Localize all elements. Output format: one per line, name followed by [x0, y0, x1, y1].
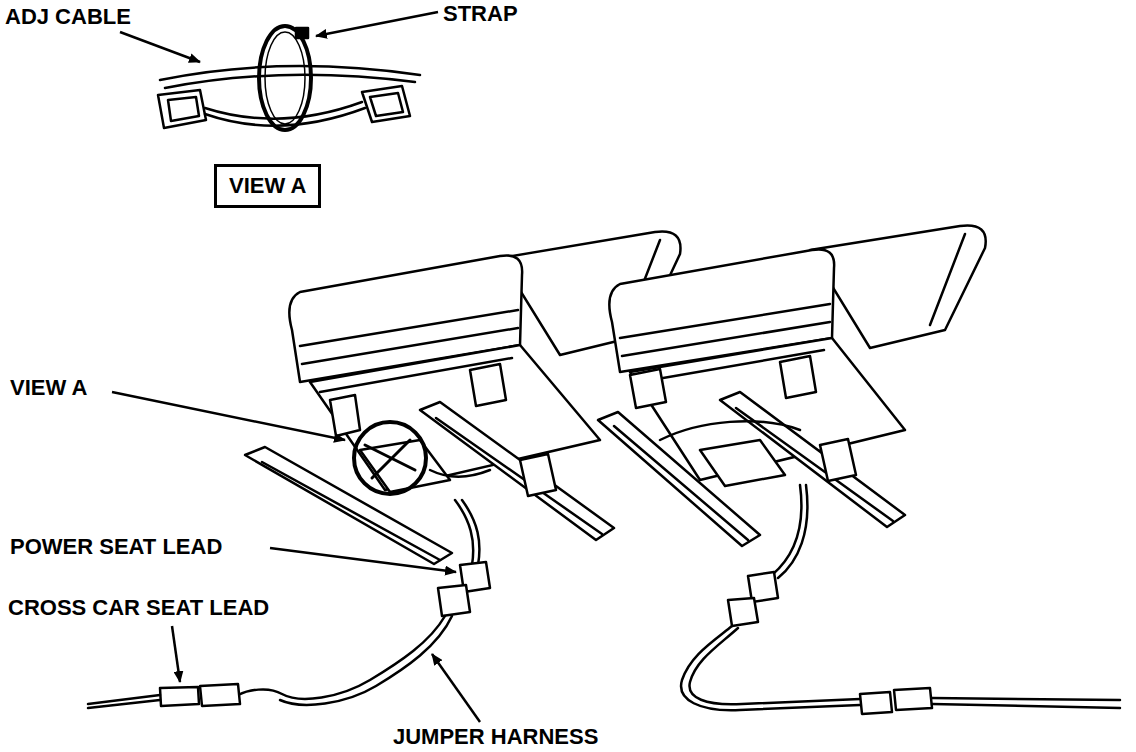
drawing-stroke — [365, 440, 415, 478]
view-title: VIEW A — [229, 174, 306, 198]
drawing-stroke — [360, 440, 450, 492]
drawing-stroke — [205, 108, 365, 126]
drawing-stroke — [280, 616, 452, 705]
drawing-stroke — [270, 548, 456, 572]
drawing-stroke — [620, 304, 830, 338]
drawing-stroke — [168, 97, 199, 121]
drawing-stroke — [120, 32, 200, 62]
drawing-stroke — [438, 585, 470, 616]
drawing-stroke — [370, 93, 403, 116]
drawing-stroke — [772, 485, 801, 575]
drawing-stroke — [165, 75, 415, 88]
drawing-stroke — [455, 500, 473, 565]
drawing-stroke — [296, 28, 308, 38]
drawing-stroke — [160, 687, 199, 706]
drawing-stroke — [520, 454, 556, 496]
part-label: VIEW A — [10, 376, 87, 400]
seat-right — [598, 225, 986, 546]
drawing-stroke — [470, 364, 506, 406]
view-a-detail — [158, 26, 420, 130]
drawing-stroke — [430, 470, 490, 477]
drawing-stroke — [316, 12, 438, 36]
drawing-stroke — [681, 626, 860, 710]
drawing-stroke — [728, 598, 758, 626]
drawing-stroke — [462, 500, 479, 565]
drawing-stroke — [660, 421, 800, 440]
drawing-stroke — [88, 695, 160, 708]
drawing-stroke — [112, 392, 345, 440]
part-label: POWER SEAT LEAD — [10, 535, 222, 559]
drawing-stroke — [330, 395, 360, 436]
drawing-stroke — [265, 32, 305, 124]
part-label: JUMPER HARNESS — [393, 725, 598, 749]
drawing-stroke — [172, 626, 180, 682]
drawing-stroke — [860, 692, 892, 714]
drawing-stroke — [894, 688, 932, 710]
drawing-stroke — [432, 654, 480, 722]
drawing-stroke — [820, 439, 856, 481]
drawing-stroke — [420, 402, 614, 540]
drawing-stroke — [780, 356, 816, 398]
drawing-stroke — [700, 440, 785, 486]
drawing-stroke — [810, 225, 986, 348]
drawing-stroke — [362, 86, 410, 122]
drawing-stroke — [300, 310, 518, 346]
drawing-stroke — [630, 369, 666, 408]
drawing-stroke — [238, 616, 445, 699]
drawing-stroke — [932, 698, 1120, 708]
drawing-stroke — [200, 684, 240, 706]
drawing-stroke — [930, 234, 965, 325]
part-label: ADJ CABLE — [5, 5, 131, 29]
part-label: STRAP — [443, 2, 518, 26]
drawing-stroke — [158, 90, 206, 128]
view-box: VIEW A — [214, 164, 321, 208]
part-label: CROSS CAR SEAT LEAD — [8, 596, 269, 620]
drawing-stroke — [689, 628, 860, 704]
drawing-stroke — [354, 422, 426, 494]
drawing-stroke — [778, 485, 807, 578]
drawing-stroke — [259, 26, 311, 130]
